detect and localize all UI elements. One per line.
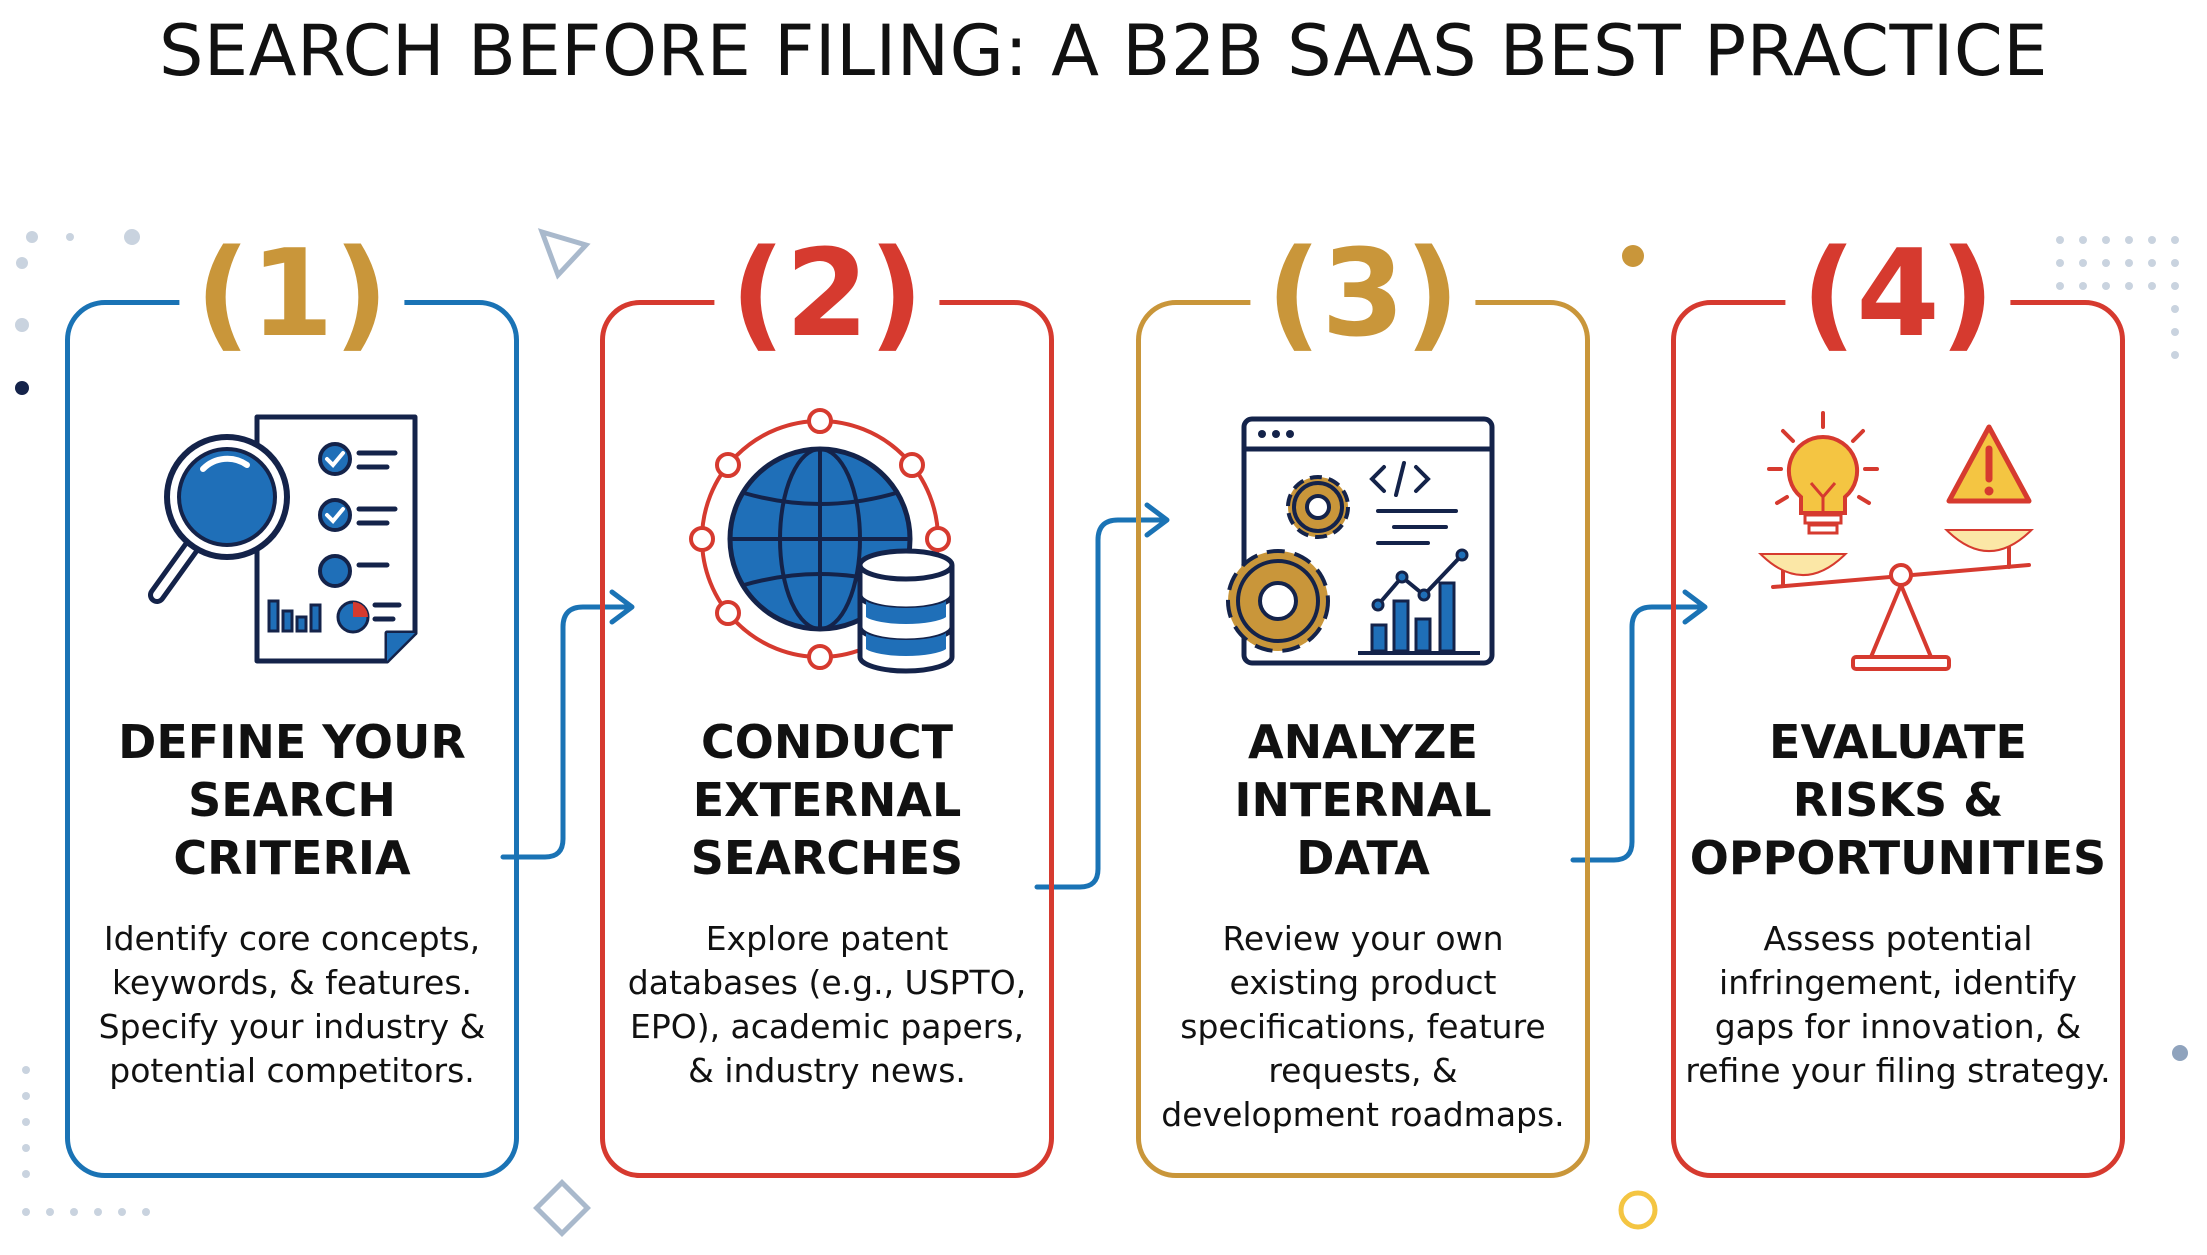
dot-column-bottom-left: [22, 1066, 150, 1216]
description-line: Assess potential: [1763, 919, 2033, 958]
heading-line: INTERNAL: [1234, 773, 1492, 827]
connector-arrow-2-3: [1034, 517, 1168, 890]
description-line: & industry news.: [688, 1051, 966, 1090]
description-line: EPO), academic papers,: [629, 1007, 1025, 1046]
description-line: existing product: [1229, 963, 1497, 1002]
gold-dot: [1622, 245, 1644, 267]
connector-arrow-3-4: [1570, 604, 1706, 863]
connector-arrow-1-2-head: [609, 589, 635, 625]
connector-arrow-3-4-head: [1682, 589, 1708, 625]
step-heading-1: DEFINE YOUR SEARCH CRITERIA: [70, 713, 514, 887]
step-description-4: Assess potential infringement, identify …: [1676, 917, 2120, 1093]
heading-line: CONDUCT: [700, 715, 954, 769]
heading-line: OPPORTUNITIES: [1689, 831, 2107, 885]
dot-pattern-top-left: [15, 229, 140, 332]
description-line: Review your own: [1222, 919, 1504, 958]
step-heading-2: CONDUCT EXTERNAL SEARCHES: [605, 713, 1049, 887]
description-line: Explore patent: [705, 919, 949, 958]
step-number-2: (2): [714, 230, 940, 360]
heading-line: CRITERIA: [173, 831, 411, 885]
heading-line: RISKS &: [1792, 773, 2004, 827]
connector-arrow-2-3-head: [1144, 502, 1170, 538]
step-card-2: (2) CONDUCT EXTERNAL SEARC: [600, 230, 1054, 1178]
step-number-3: (3): [1250, 230, 1476, 360]
step-heading-4: EVALUATE RISKS & OPPORTUNITIES: [1676, 713, 2120, 887]
step-number-1: (1): [179, 230, 405, 360]
description-line: refine your filing strategy.: [1685, 1051, 2111, 1090]
heading-line: EVALUATE: [1769, 715, 2027, 769]
dot-grid-top-right: [2056, 236, 2179, 359]
description-line: gaps for innovation, &: [1714, 1007, 2082, 1046]
page-title: SEARCH BEFORE FILING: A B2B SAAS BEST PR…: [158, 10, 2049, 92]
description-line: keywords, & features.: [111, 963, 473, 1002]
magnifier-checklist-document-icon: [148, 414, 418, 664]
step-card-1: (1) DEFINE YO: [65, 230, 519, 1178]
step-card-3: (3) ANALYZE INTERNAL: [1136, 230, 1590, 1178]
description-line: development roadmaps.: [1161, 1095, 1565, 1134]
globe-database-network-icon: [689, 408, 955, 674]
connector-arrow-1-2: [500, 604, 633, 860]
heading-line: ANALYZE: [1248, 715, 1478, 769]
small-gear-icon: [1286, 475, 1350, 539]
heading-line: EXTERNAL: [692, 773, 962, 827]
description-line: potential competitors.: [109, 1051, 475, 1090]
description-line: infringement, identify: [1719, 963, 2077, 1002]
heading-line: DATA: [1296, 831, 1430, 885]
large-gear-icon: [1226, 549, 1330, 653]
diamond-outline: [533, 1179, 591, 1237]
description-line: databases (e.g., USPTO,: [627, 963, 1027, 1002]
lightbulb-icon: [1767, 411, 1879, 535]
step-card-4: (4) E: [1671, 230, 2125, 1178]
warning-icon: [1946, 424, 2032, 504]
browser-gears-analytics-icon: [1226, 416, 1495, 666]
lightbulb-warning-scale-icon: [1757, 411, 2035, 671]
heading-line: DEFINE YOUR: [118, 715, 466, 769]
navy-dot: [15, 381, 29, 395]
step-heading-3: ANALYZE INTERNAL DATA: [1141, 713, 1585, 887]
step-description-2: Explore patent databases (e.g., USPTO, E…: [605, 917, 1049, 1093]
heading-line: SEARCHES: [690, 831, 964, 885]
description-line: specifications, feature: [1180, 1007, 1546, 1046]
step-number-4: (4): [1785, 230, 2011, 360]
description-line: Identify core concepts,: [103, 919, 481, 958]
triangle-outline: [537, 228, 591, 280]
blue-gray-dot: [2172, 1045, 2188, 1061]
heading-line: SEARCH: [188, 773, 396, 827]
description-line: Specify your industry &: [98, 1007, 486, 1046]
step-description-1: Identify core concepts, keywords, & feat…: [70, 917, 514, 1093]
step-description-3: Review your own existing product specifi…: [1141, 917, 1585, 1137]
description-line: requests, &: [1268, 1051, 1458, 1090]
yellow-ring: [1618, 1190, 1658, 1230]
